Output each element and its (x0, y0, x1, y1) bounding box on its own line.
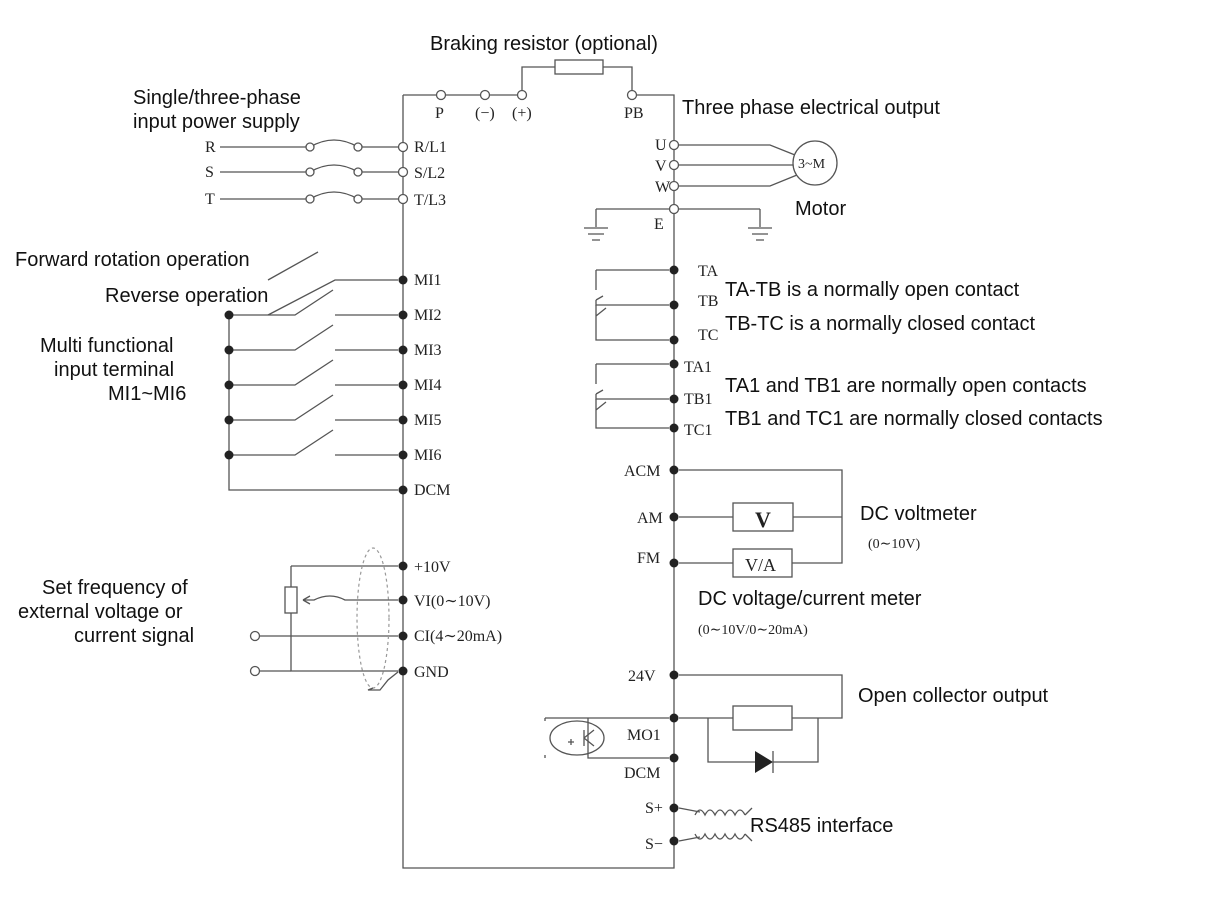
relay2-note2: TB1 and TC1 are normally closed contacts (725, 408, 1103, 430)
terminal-v: V (655, 158, 667, 175)
dc-voltmeter-range: (0∼10V) (868, 537, 921, 552)
dc-va-range: (0∼10V/0∼20mA) (698, 623, 808, 638)
voltmeter-symbol: V (755, 507, 771, 532)
motor-label: Motor (795, 198, 846, 220)
rs485-label: RS485 interface (750, 815, 893, 837)
phase-r-label: R (205, 139, 216, 156)
va-meter-symbol: V/A (745, 555, 776, 575)
terminal-mi3: MI3 (414, 342, 442, 359)
terminal-tc: TC (698, 327, 718, 344)
meter-wiring (669, 465, 843, 578)
terminal-mi2: MI2 (414, 307, 442, 324)
terminal-e: E (654, 216, 664, 233)
terminal-am: AM (637, 510, 663, 527)
terminal-24v: 24V (628, 668, 656, 685)
reverse-label: Reverse operation (105, 285, 268, 307)
input-title-line1: Single/three-phase (133, 87, 301, 109)
braking-resistor-label: Braking resistor (optional) (430, 33, 658, 55)
terminal-mo1: MO1 (627, 727, 661, 744)
terminal-pb: PB (624, 105, 644, 122)
terminal-dcm2: DCM (624, 765, 660, 782)
terminal-tb: TB (698, 293, 718, 310)
terminal-ta1: TA1 (684, 359, 712, 376)
rs485-wiring (669, 803, 753, 846)
relay1-contacts (595, 265, 679, 345)
terminal-fm: FM (637, 550, 660, 567)
terminal-ta: TA (698, 263, 718, 280)
inverter-box (402, 94, 675, 869)
phase-t-label: T (205, 191, 215, 208)
relay1-note2: TB-TC is a normally closed contact (725, 313, 1036, 335)
input-title-line2: input power supply (133, 111, 300, 133)
dc-voltmeter-label: DC voltmeter (860, 503, 977, 525)
set-freq-line2: external voltage or (18, 601, 183, 623)
terminal-tl3: T/L3 (414, 192, 446, 209)
terminal-sl2: S/L2 (414, 165, 445, 182)
terminal-u: U (655, 137, 667, 154)
output-title: Three phase electrical output (682, 97, 940, 119)
motor-symbol: 3~M (798, 157, 826, 172)
terminal-ci: CI(4∼20mA) (414, 628, 502, 645)
forward-label: Forward rotation operation (15, 249, 250, 271)
multi-label-line1: Multi functional (40, 335, 173, 357)
set-freq-line1: Set frequency of (42, 577, 188, 599)
top-terminals: P (−) (+) PB (435, 89, 644, 122)
terminal-mi6: MI6 (414, 447, 442, 464)
multi-label-line3: MI1~MI6 (108, 383, 186, 405)
terminal-vi: VI(0∼10V) (414, 593, 491, 610)
dc-va-meter-label: DC voltage/current meter (698, 588, 922, 610)
terminal-mi5: MI5 (414, 412, 442, 429)
analog-input-wiring (249, 547, 408, 691)
terminal-w: W (655, 179, 671, 196)
terminal-mi4: MI4 (414, 377, 442, 394)
terminal-s-minus: S− (645, 836, 663, 853)
terminal-mi1: MI1 (414, 272, 442, 289)
terminal-10v: +10V (414, 559, 451, 576)
set-freq-line3: current signal (74, 625, 194, 647)
multi-label-line2: input terminal (54, 359, 174, 381)
braking-resistor (521, 59, 633, 94)
phase-s-label: S (205, 164, 214, 181)
terminal-acm: ACM (624, 463, 660, 480)
terminal-plus: (+) (512, 105, 532, 122)
relay1-note1: TA-TB is a normally open contact (725, 279, 1020, 301)
open-collector-label: Open collector output (858, 685, 1049, 707)
open-collector-wiring (544, 670, 843, 773)
motor-output-lines (584, 139, 838, 241)
terminal-gnd: GND (414, 664, 449, 681)
terminal-tc1: TC1 (684, 422, 712, 439)
relay2-contacts (595, 359, 679, 433)
relay2-note1: TA1 and TB1 are normally open contacts (725, 375, 1087, 397)
mi-input-switches (224, 251, 408, 495)
terminal-rl1: R/L1 (414, 139, 447, 156)
terminal-minus: (−) (475, 105, 495, 122)
terminal-p: P (435, 105, 444, 122)
terminal-s-plus: S+ (645, 800, 663, 817)
terminal-tb1: TB1 (684, 391, 712, 408)
input-power-lines: R S T (205, 139, 409, 208)
terminal-dcm: DCM (414, 482, 450, 499)
